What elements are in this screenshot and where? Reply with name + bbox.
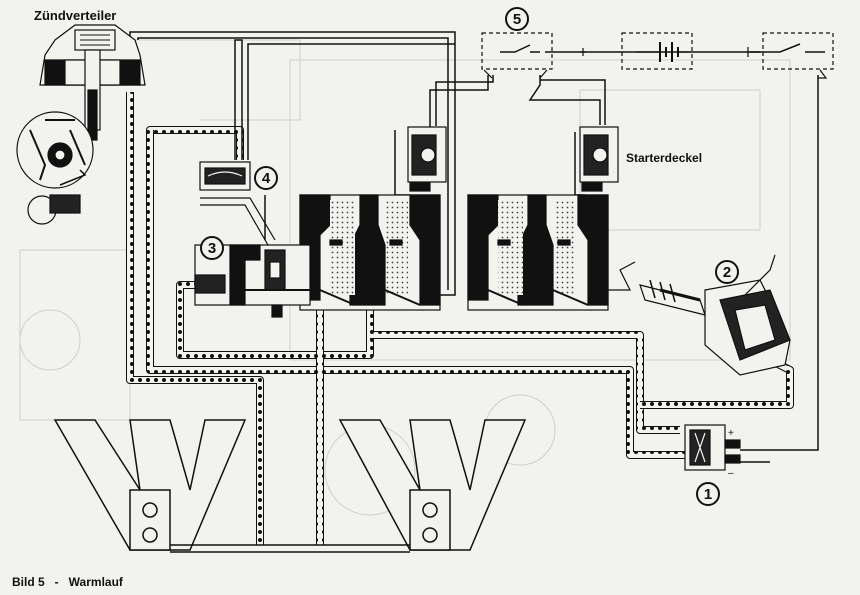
- distributor: [16, 24, 146, 225]
- svg-text:+: +: [728, 428, 734, 439]
- vacuum-hoses: [126, 92, 794, 545]
- carburetor-right: [467, 194, 636, 311]
- callout-2: 2: [715, 260, 739, 284]
- choke-cover-label: Starterdeckel: [626, 151, 703, 165]
- thermo-valve: [199, 161, 276, 246]
- intake-manifold-right: [338, 419, 527, 551]
- callout-4: 4: [254, 166, 278, 190]
- callout-3: 3: [200, 236, 224, 260]
- carburetor-left: [299, 194, 441, 311]
- distributor-label: Zündverteiler: [34, 8, 117, 23]
- callout-1: 1: [696, 482, 720, 506]
- intake-manifold-left: [53, 419, 247, 551]
- figure-number: Bild 5: [12, 575, 45, 589]
- valve-body: [194, 244, 311, 318]
- battery: [580, 32, 693, 70]
- callout-5: 5: [505, 7, 529, 31]
- figure-caption: Bild 5-Warmlauf: [12, 575, 133, 589]
- temp-sensor: + –: [684, 424, 741, 479]
- relay-box: [481, 32, 553, 79]
- choke-cover-left: [407, 126, 447, 192]
- air-tubes: [129, 31, 819, 463]
- vacuum-unit: [639, 254, 791, 376]
- choke-cover-right: [579, 126, 619, 192]
- manifold-crossover: [170, 544, 410, 553]
- caption-dash: -: [54, 575, 59, 589]
- svg-text:–: –: [728, 468, 734, 479]
- figure-title: Warmlauf: [68, 575, 123, 589]
- ignition-switch: [747, 32, 834, 79]
